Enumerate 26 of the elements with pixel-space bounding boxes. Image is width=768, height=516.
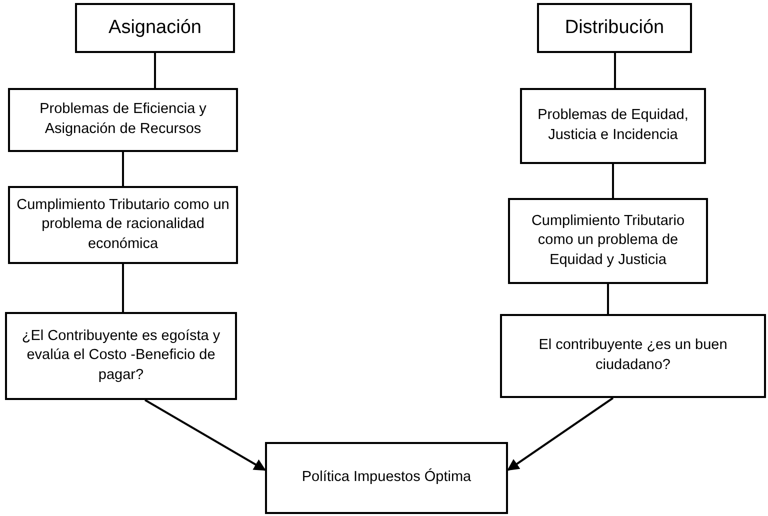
arrow <box>507 397 614 471</box>
box-text: ¿El Contribuyente es egoísta y evalúa el Costo -Beneficio de pagar? <box>20 326 222 385</box>
connector-line <box>614 53 616 88</box>
box-text: Distribución <box>564 16 664 40</box>
process-box <box>5 312 237 400</box>
process-box <box>8 88 238 152</box>
box-text: El contribuyente ¿es un buen ciudadano? <box>538 336 728 375</box>
connector-line <box>122 264 124 312</box>
connector-line <box>607 284 609 314</box>
process-box <box>520 88 706 164</box>
box-text: Problemas de Equidad, Justicia e Incidencia <box>536 106 690 145</box>
box-text: Asignación <box>108 16 202 40</box>
process-box <box>537 3 692 53</box>
box-text: Problemas de Eficiencia y Asignación de Recursos <box>38 100 208 139</box>
box-text: Cumplimiento Tributario como un problema de Equidad y Justicia <box>530 212 686 270</box>
box-text: Política Impuestos Óptima <box>302 468 472 488</box>
process-box <box>508 198 708 284</box>
process-box <box>500 314 766 398</box>
process-box <box>75 3 235 53</box>
connector-line <box>154 53 156 88</box>
process-box <box>265 442 508 514</box>
arrow <box>144 399 266 471</box>
connector-line <box>612 164 614 198</box>
box-text: Cumplimiento Tributario como un problema de racionalidad económica <box>16 196 230 254</box>
connector-line <box>122 152 124 186</box>
process-box <box>8 186 238 264</box>
